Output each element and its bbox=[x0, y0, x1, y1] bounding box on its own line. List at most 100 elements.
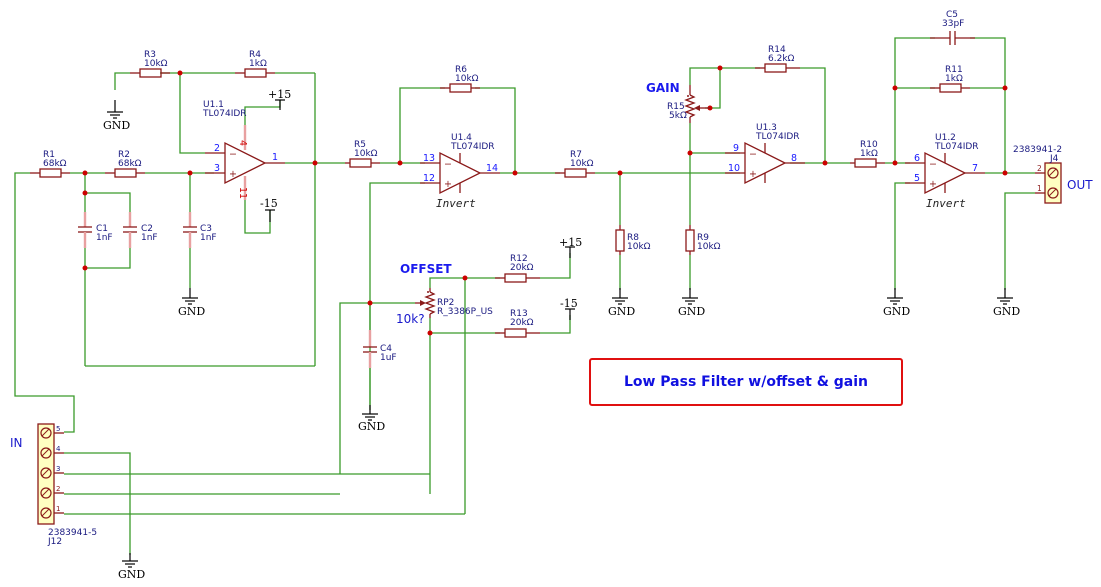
u1-2-ref: U1.2 bbox=[935, 133, 956, 143]
r7-ref: R7 bbox=[570, 150, 582, 160]
gnd-c4: GND bbox=[358, 405, 385, 433]
resistor-r8[interactable]: R8 10kΩ bbox=[615, 225, 651, 255]
capacitor-c5[interactable]: C5 33pF bbox=[930, 10, 975, 45]
r1-ref: R1 bbox=[43, 150, 55, 160]
resistor-r1[interactable]: R1 68kΩ bbox=[30, 150, 70, 178]
resistor-r3[interactable]: R3 10kΩ bbox=[130, 50, 170, 78]
j4-ref: J4 bbox=[1049, 154, 1059, 164]
j4-pin-1: 1 bbox=[1037, 184, 1042, 193]
j12-part: 2383941-5 bbox=[48, 528, 97, 538]
gnd-label: GND bbox=[993, 305, 1020, 318]
u1-3-part: TL074IDR bbox=[755, 132, 800, 142]
gnd-r9: GND bbox=[678, 288, 705, 318]
u1-4-invert-label: Invert bbox=[436, 197, 476, 210]
u1-3-minus: − bbox=[749, 149, 757, 160]
u1-1-pin-inv: 2 bbox=[214, 143, 220, 154]
c5-value: 33pF bbox=[942, 19, 964, 29]
resistor-r13[interactable]: R13 20kΩ bbox=[495, 309, 540, 338]
resistor-r2[interactable]: R2 68kΩ bbox=[105, 150, 145, 178]
j12-ref: J12 bbox=[47, 537, 62, 547]
r4-ref: R4 bbox=[249, 50, 261, 60]
j4-screw-icons bbox=[1047, 167, 1059, 199]
connector-j12[interactable]: 5 4 3 2 1 2383941-5 J12 bbox=[37, 423, 97, 547]
u1-1-minus: − bbox=[229, 149, 237, 160]
u1-1-part: TL074IDR bbox=[202, 109, 247, 119]
u1-2-invert-label: Invert bbox=[926, 197, 966, 210]
r9-value: 10kΩ bbox=[697, 242, 721, 252]
r4-value: 1kΩ bbox=[249, 59, 267, 69]
gain-label: GAIN bbox=[646, 81, 680, 95]
resistor-r6[interactable]: R6 10kΩ bbox=[440, 65, 480, 93]
title-box: Low Pass Filter w/offset & gain bbox=[589, 358, 903, 406]
j12-pin-1: 1 bbox=[56, 505, 60, 513]
potentiometer-r15[interactable]: R15 5kΩ bbox=[667, 85, 710, 123]
r6-value: 10kΩ bbox=[455, 74, 479, 84]
capacitor-c3[interactable]: C3 1nF bbox=[183, 212, 217, 248]
r13-value: 20kΩ bbox=[510, 318, 534, 328]
r10-value: 1kΩ bbox=[860, 149, 878, 159]
c2-value: 1nF bbox=[141, 233, 158, 243]
r5-ref: R5 bbox=[354, 140, 366, 150]
gnd-label: GND bbox=[358, 420, 385, 433]
resistor-r11[interactable]: R11 1kΩ bbox=[930, 65, 970, 93]
resistor-r5[interactable]: R5 10kΩ bbox=[345, 140, 380, 168]
r3-value: 10kΩ bbox=[144, 59, 168, 69]
resistor-r4[interactable]: R4 1kΩ bbox=[235, 50, 275, 78]
gnd-label: GND bbox=[678, 305, 705, 318]
u1-2-minus: − bbox=[929, 159, 937, 170]
u1-3-pin-inv: 9 bbox=[733, 143, 739, 154]
gnd-j4: GND bbox=[993, 288, 1020, 318]
u1-2-pin-noninv: 5 bbox=[914, 173, 920, 184]
r1-value: 68kΩ bbox=[43, 159, 67, 169]
resistor-r7[interactable]: R7 10kΩ bbox=[555, 150, 595, 178]
c1-ref: C1 bbox=[96, 224, 108, 234]
gnd-label: GND bbox=[118, 568, 145, 581]
gnd-r3: GND bbox=[103, 100, 130, 132]
resistor-r10[interactable]: R10 1kΩ bbox=[850, 140, 885, 168]
capacitor-c4[interactable]: C4 1uF bbox=[363, 330, 397, 368]
capacitor-c2[interactable]: C2 1nF bbox=[123, 212, 158, 248]
gnd-label: GND bbox=[178, 305, 205, 318]
resistor-r14[interactable]: R14 6.2kΩ bbox=[755, 45, 800, 73]
j12-pin-5: 5 bbox=[56, 425, 60, 433]
r14-ref: R14 bbox=[768, 45, 786, 55]
power-pos-offset: +15 bbox=[559, 236, 582, 258]
u1-4-pin-inv: 13 bbox=[423, 153, 435, 164]
c2-ref: C2 bbox=[141, 224, 153, 234]
r15-value: 5kΩ bbox=[669, 111, 687, 121]
offset-label: OFFSET bbox=[400, 262, 452, 276]
j4-part: 2383941-2 bbox=[1013, 145, 1062, 155]
gnd-j12: GND bbox=[118, 553, 145, 581]
opamp-u1-3[interactable]: 9 10 8 − + U1.3 TL074IDR bbox=[725, 123, 805, 185]
pos-supply-label: +15 bbox=[268, 88, 291, 101]
gnd-r8: GND bbox=[608, 288, 635, 318]
u1-4-ref: U1.4 bbox=[451, 133, 472, 143]
c4-ref: C4 bbox=[380, 344, 392, 354]
gnd-u1-2: GND bbox=[883, 288, 910, 318]
u1-1-plus: + bbox=[229, 169, 237, 180]
wires bbox=[14, 37, 1035, 555]
r2-value: 68kΩ bbox=[118, 159, 142, 169]
resistor-r12[interactable]: R12 20kΩ bbox=[495, 254, 540, 283]
c5-ref: C5 bbox=[946, 10, 958, 20]
opamp-u1-4[interactable]: 13 12 14 − + U1.4 TL074IDR Invert bbox=[420, 133, 500, 210]
opamp-u1-1[interactable]: 2 3 1 4 11 − + U1.1 TL074IDR bbox=[202, 100, 285, 200]
u1-3-pin-noninv: 10 bbox=[728, 163, 740, 174]
neg-supply-label: -15 bbox=[560, 297, 578, 310]
connector-j4[interactable]: 2 1 2383941-2 J4 bbox=[1013, 145, 1062, 204]
r11-ref: R11 bbox=[945, 65, 963, 75]
u1-4-part: TL074IDR bbox=[450, 142, 495, 152]
gnd-label: GND bbox=[103, 119, 130, 132]
r8-ref: R8 bbox=[627, 233, 639, 243]
output-label: OUT bbox=[1067, 178, 1093, 192]
r7-value: 10kΩ bbox=[570, 159, 594, 169]
capacitor-c1[interactable]: C1 1nF bbox=[78, 212, 113, 248]
opamp-u1-2[interactable]: 6 5 7 − + U1.2 TL074IDR Invert bbox=[905, 133, 985, 210]
potentiometer-rp2[interactable]: RP2 R_3386P_US bbox=[415, 288, 493, 318]
resistor-r9[interactable]: R9 10kΩ bbox=[685, 225, 721, 255]
schematic-title: Low Pass Filter w/offset & gain bbox=[623, 374, 869, 390]
c3-ref: C3 bbox=[200, 224, 212, 234]
r2-ref: R2 bbox=[118, 150, 130, 160]
power-neg-u1: -15 bbox=[260, 197, 278, 222]
